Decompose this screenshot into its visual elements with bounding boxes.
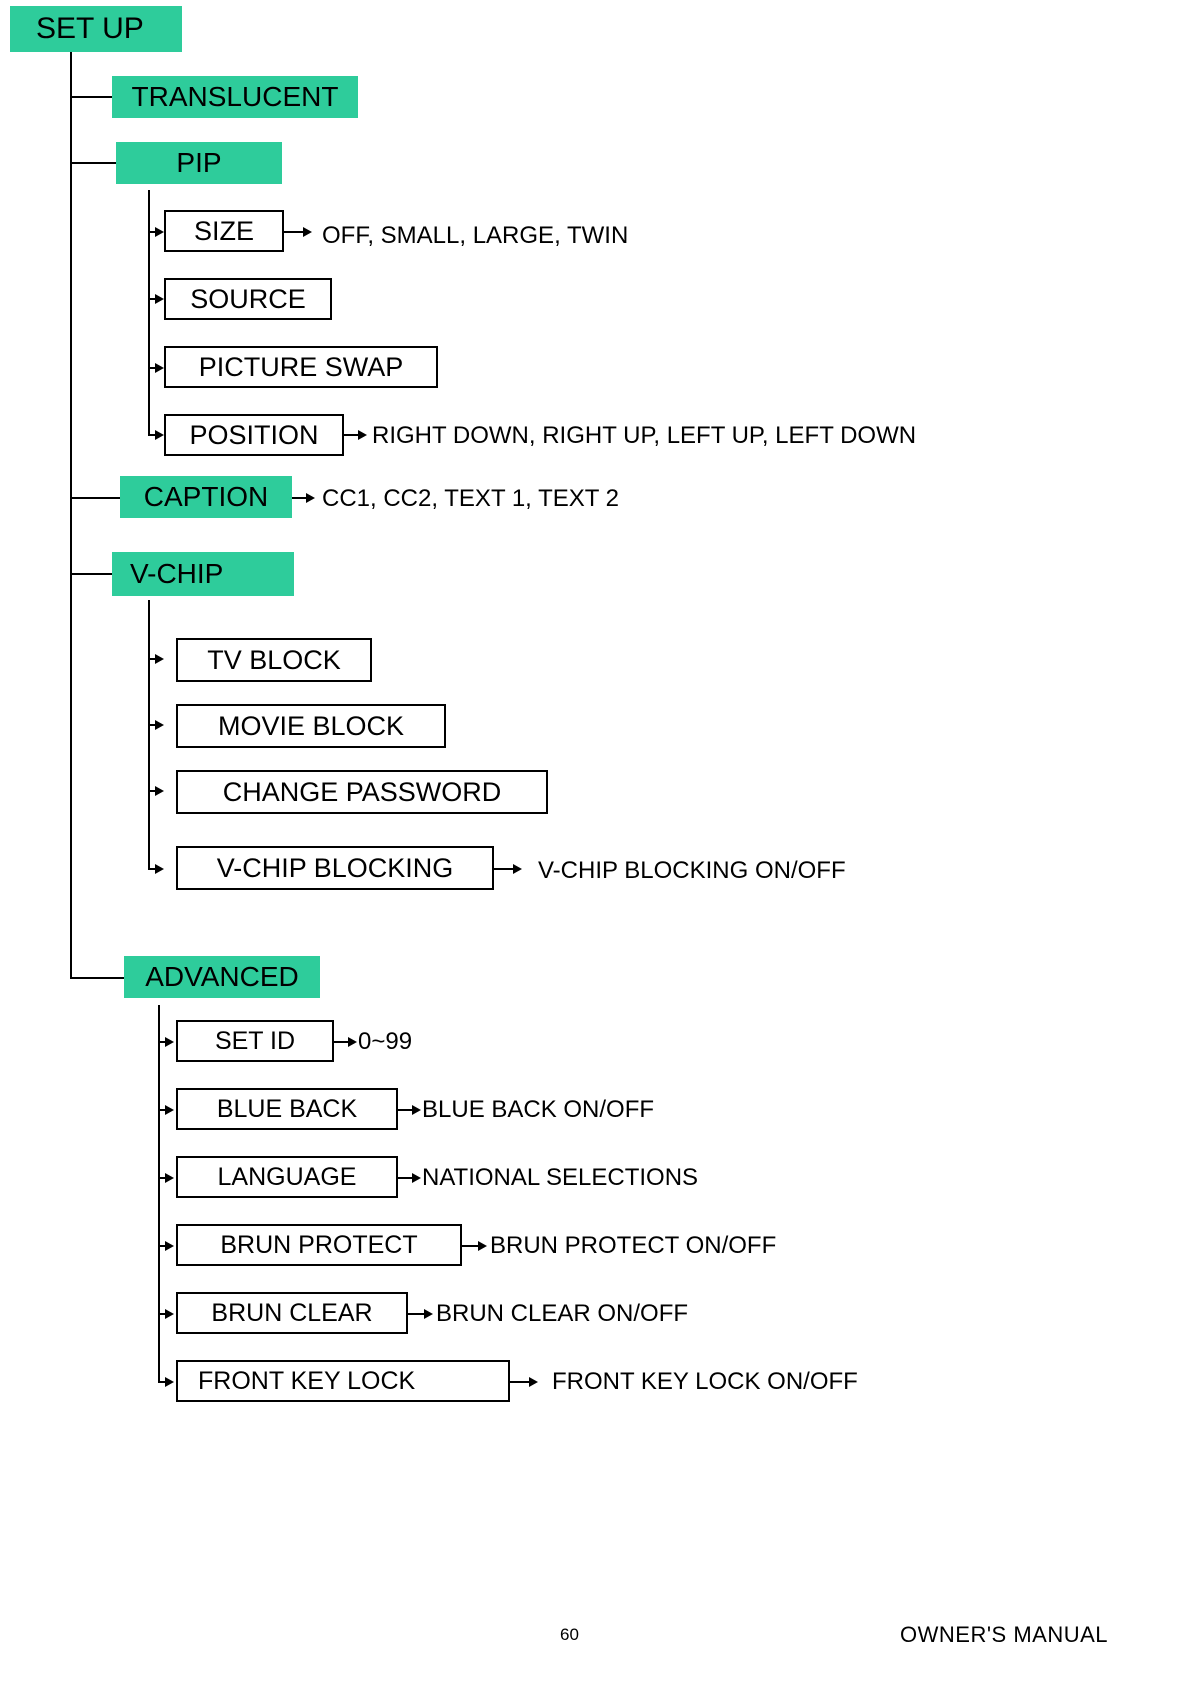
conn-brun-clear-value [408, 1313, 426, 1315]
node-language-label: LANGUAGE [217, 1162, 357, 1191]
arrow-size-value [303, 227, 312, 237]
arrow-picture-swap-in [155, 363, 164, 373]
value-front-key-lock: FRONT KEY LOCK ON/OFF [552, 1368, 858, 1395]
node-brun-protect[interactable]: BRUN PROTECT [176, 1224, 462, 1266]
arrow-movie-block-in [155, 720, 164, 730]
arrow-change-password-in [155, 786, 164, 796]
footer-page-number: 60 [560, 1625, 579, 1644]
arrow-language-in [165, 1173, 174, 1183]
arrow-blue-back-value [412, 1105, 421, 1115]
arrow-vchip-blocking-in [155, 864, 164, 874]
node-source-label: SOURCE [190, 283, 306, 314]
conn-size-value [284, 231, 306, 233]
node-size-label: SIZE [193, 215, 254, 246]
arrow-brun-clear-value [424, 1309, 433, 1319]
node-blue-back-label: BLUE BACK [216, 1094, 358, 1123]
node-pip[interactable]: PIP [116, 142, 282, 184]
value-blue-back: BLUE BACK ON/OFF [422, 1096, 655, 1123]
node-caption[interactable]: CAPTION [120, 476, 292, 518]
conn-brun-protect-value [462, 1245, 480, 1247]
arrow-front-key-lock-value [529, 1377, 538, 1387]
node-advanced[interactable]: ADVANCED [124, 956, 320, 998]
conn-blue-back-value [398, 1109, 414, 1111]
spine-vchip [148, 600, 150, 870]
value-vchip-blocking: V-CHIP BLOCKING ON/OFF [538, 857, 846, 884]
value-caption: CC1, CC2, TEXT 1, TEXT 2 [322, 485, 619, 512]
node-brun-clear-label: BRUN CLEAR [211, 1298, 373, 1327]
arrow-front-key-lock-in [165, 1377, 174, 1387]
node-pip-label: PIP [176, 147, 222, 178]
arrow-source-in [155, 294, 164, 304]
node-setup[interactable]: SET UP [10, 6, 182, 52]
spine-advanced [158, 1005, 160, 1383]
footer-manual-label: OWNER'S MANUAL [900, 1622, 1108, 1647]
arrow-brun-protect-value [478, 1241, 487, 1251]
node-picture-swap[interactable]: PICTURE SWAP [164, 346, 438, 388]
arrow-size-in [155, 227, 164, 237]
node-caption-label: CAPTION [143, 481, 269, 512]
value-position: RIGHT DOWN, RIGHT UP, LEFT UP, LEFT DOWN [372, 422, 917, 449]
node-movie-block-label: MOVIE BLOCK [217, 710, 405, 741]
node-brun-clear[interactable]: BRUN CLEAR [176, 1292, 408, 1334]
arrow-brun-protect-in [165, 1241, 174, 1251]
node-translucent-label: TRANSLUCENT [131, 81, 339, 112]
arrow-brun-clear-in [165, 1309, 174, 1319]
spine-main [70, 52, 72, 978]
node-set-id[interactable]: SET ID [176, 1020, 334, 1062]
branch-advanced [70, 977, 124, 979]
branch-caption [70, 497, 120, 499]
value-set-id: 0~99 [358, 1028, 413, 1055]
node-vchip-label: V-CHIP [130, 558, 224, 589]
node-brun-protect-label: BRUN PROTECT [220, 1230, 418, 1259]
node-vchip[interactable]: V-CHIP [112, 552, 294, 596]
branch-translucent [70, 96, 112, 98]
conn-position-value [344, 434, 360, 436]
node-blue-back[interactable]: BLUE BACK [176, 1088, 398, 1130]
conn-caption-value [292, 497, 308, 499]
node-movie-block[interactable]: MOVIE BLOCK [176, 704, 446, 748]
node-advanced-label: ADVANCED [145, 961, 299, 992]
node-translucent[interactable]: TRANSLUCENT [112, 76, 358, 118]
node-vchip-blocking-label: V-CHIP BLOCKING [216, 852, 454, 883]
conn-set-id-value [334, 1041, 350, 1043]
node-change-password-label: CHANGE PASSWORD [222, 776, 502, 807]
conn-language-value [398, 1177, 414, 1179]
node-language[interactable]: LANGUAGE [176, 1156, 398, 1198]
value-brun-clear: BRUN CLEAR ON/OFF [436, 1300, 689, 1327]
arrow-vchip-blocking-value [513, 864, 522, 874]
node-tv-block[interactable]: TV BLOCK [176, 638, 372, 682]
arrow-caption-value [306, 493, 315, 503]
node-set-id-label: SET ID [214, 1026, 296, 1055]
branch-vchip [70, 573, 112, 575]
node-picture-swap-label: PICTURE SWAP [198, 351, 404, 382]
node-size[interactable]: SIZE [164, 210, 284, 252]
node-tv-block-label: TV BLOCK [207, 644, 341, 675]
node-setup-label: SET UP [36, 12, 144, 45]
node-vchip-blocking[interactable]: V-CHIP BLOCKING [176, 846, 494, 890]
spine-pip [148, 190, 150, 434]
arrow-set-id-in [165, 1037, 174, 1047]
node-source[interactable]: SOURCE [164, 278, 332, 320]
node-position[interactable]: POSITION [164, 414, 344, 456]
conn-front-key-lock-value [510, 1381, 532, 1383]
arrow-set-id-value [348, 1037, 357, 1047]
arrow-position-in [155, 430, 164, 440]
node-front-key-lock-label: FRONT KEY LOCK [198, 1366, 416, 1395]
arrow-language-value [412, 1173, 421, 1183]
node-front-key-lock[interactable]: FRONT KEY LOCK [176, 1360, 510, 1402]
value-brun-protect: BRUN PROTECT ON/OFF [490, 1232, 777, 1259]
value-size: OFF, SMALL, LARGE, TWIN [322, 222, 629, 249]
node-position-label: POSITION [189, 419, 319, 450]
node-change-password[interactable]: CHANGE PASSWORD [176, 770, 548, 814]
arrow-blue-back-in [165, 1105, 174, 1115]
arrow-tv-block-in [155, 654, 164, 664]
arrow-position-value [358, 430, 367, 440]
value-language: NATIONAL SELECTIONS [422, 1164, 699, 1191]
conn-vchip-blocking-value [494, 868, 516, 870]
branch-pip [70, 162, 116, 164]
